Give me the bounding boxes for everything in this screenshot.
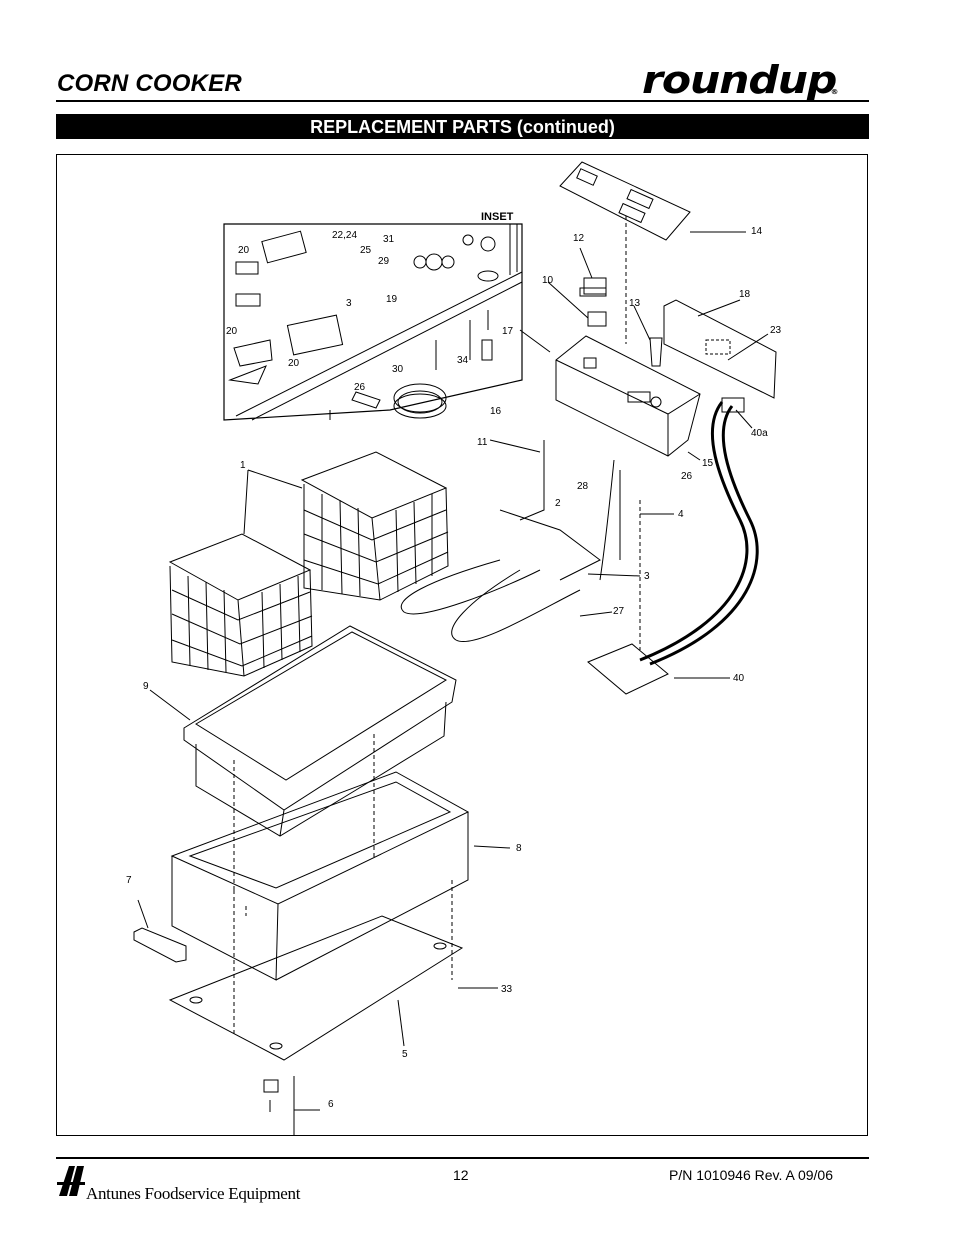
antunes-logo-icon — [57, 1166, 85, 1196]
callout-29: 29 — [378, 256, 390, 267]
pot — [183, 625, 457, 837]
wire-baskets — [168, 451, 449, 677]
callout-12: 12 — [573, 233, 585, 244]
callout-3: 3 — [644, 571, 650, 582]
callout-13: 13 — [629, 298, 641, 309]
callout-15: 15 — [702, 458, 714, 469]
callout-10: 10 — [542, 275, 554, 286]
footer-rule — [56, 1157, 869, 1159]
callout-16: 16 — [490, 406, 502, 417]
callout-9: 9 — [143, 681, 149, 692]
base-plate — [168, 915, 464, 1061]
callout-27: 27 — [613, 606, 625, 617]
callout-1: 1 — [240, 460, 246, 471]
callout-22-24: 22,24 — [332, 230, 357, 241]
callout-40: 40 — [733, 673, 745, 684]
part-number: P/N 1010946 Rev. A 09/06 — [669, 1167, 833, 1183]
callout-3-inset: 3 — [346, 298, 352, 309]
callout-26: 26 — [681, 471, 693, 482]
callout-28: 28 — [577, 481, 589, 492]
diagram-frame — [56, 154, 868, 1136]
exploded-parts-diagram: INSET 1 2 3 3 4 5 6 7 8 9 10 11 12 13 14… — [126, 161, 782, 1136]
header-rule — [56, 100, 869, 102]
registered-mark: ® — [830, 88, 839, 96]
callout-40a: 40a — [751, 428, 768, 439]
callout-11: 11 — [477, 437, 488, 448]
section-title: REPLACEMENT PARTS (continued) — [56, 114, 869, 139]
callout-20-top: 20 — [238, 245, 250, 256]
inset-label: INSET — [481, 211, 514, 223]
document-title: CORN COOKER — [57, 70, 242, 97]
callout-7: 7 — [126, 875, 132, 886]
callout-14: 14 — [751, 226, 763, 237]
inset-panel — [223, 223, 523, 421]
callout-18: 18 — [739, 289, 751, 300]
roundup-logo: roundup® — [642, 58, 839, 102]
callout-26-inset: 26 — [354, 382, 366, 393]
brand-wordmark: roundup — [642, 58, 837, 102]
callout-2: 2 — [555, 498, 561, 509]
control-plate — [559, 161, 691, 241]
callout-23: 23 — [770, 325, 782, 336]
page-number: 12 — [453, 1167, 469, 1183]
company-name: Antunes Foodservice Equipment — [86, 1184, 301, 1203]
callout-31: 31 — [383, 234, 395, 245]
callout-4: 4 — [678, 509, 684, 520]
callout-20-bottom: 20 — [288, 358, 300, 369]
callout-8: 8 — [516, 843, 522, 854]
callout-33: 33 — [501, 984, 513, 995]
cabinet — [170, 771, 470, 981]
callout-19: 19 — [386, 294, 398, 305]
callout-6: 6 — [328, 1099, 334, 1110]
callout-17: 17 — [502, 326, 514, 337]
control-box — [555, 335, 701, 457]
callout-5: 5 — [402, 1049, 408, 1060]
heating-element — [400, 440, 621, 642]
callout-34: 34 — [457, 355, 469, 366]
callout-30: 30 — [392, 364, 404, 375]
callout-20-mid: 20 — [226, 326, 238, 337]
callout-25: 25 — [360, 245, 372, 256]
